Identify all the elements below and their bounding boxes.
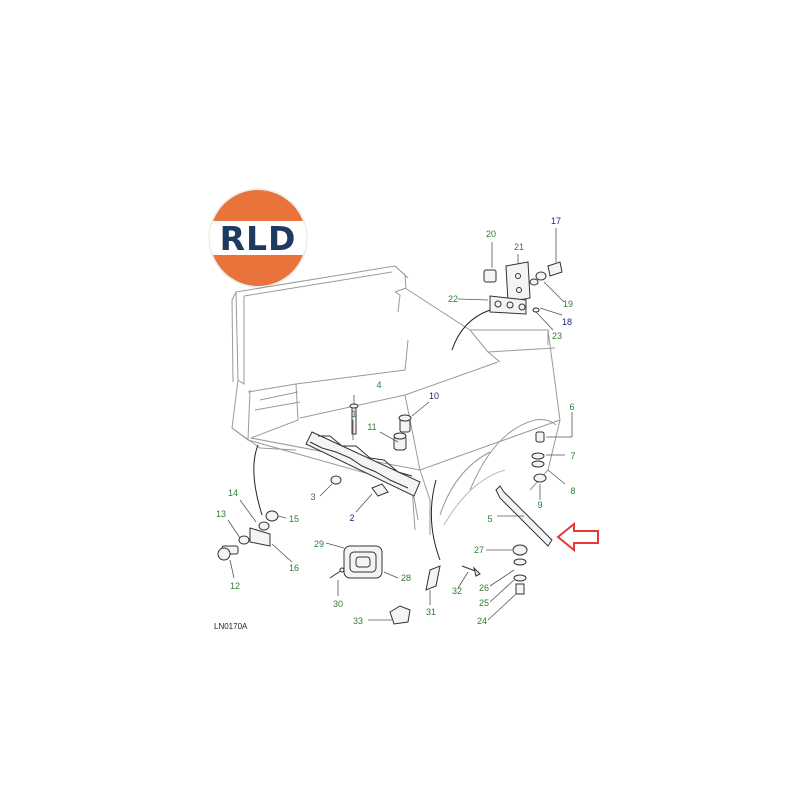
part-label-4: 4 <box>376 380 381 390</box>
bush-10 <box>398 414 412 433</box>
part-label-26: 26 <box>479 583 489 593</box>
part-label-1: 1 <box>351 409 356 419</box>
part-labels: 1 2 3 4 5 6 7 8 9 10 11 12 13 14 15 16 1… <box>216 216 576 626</box>
part-label-32: 32 <box>452 586 462 596</box>
stay-fixings-6-9 <box>531 431 547 483</box>
part-label-30: 30 <box>333 599 343 609</box>
part-label-9: 9 <box>537 500 542 510</box>
clip-31 <box>425 565 441 591</box>
part-label-25: 25 <box>479 598 489 608</box>
diagram-code: LN0170A <box>214 622 248 631</box>
logo-text: RLD <box>220 219 297 258</box>
grille-28 <box>343 545 383 579</box>
block-2 <box>371 483 389 497</box>
bracket-33 <box>389 605 411 625</box>
part-label-14: 14 <box>228 488 238 498</box>
pickup-bed-illustration <box>231 265 561 561</box>
part-label-6: 6 <box>569 402 574 412</box>
screw-30 <box>329 567 345 579</box>
part-label-15: 15 <box>289 514 299 524</box>
part-label-2: 2 <box>349 513 354 523</box>
part-label-12: 12 <box>230 581 240 591</box>
part-label-22: 22 <box>448 294 458 304</box>
part-label-5: 5 <box>487 514 492 524</box>
part-label-13: 13 <box>216 509 226 519</box>
part-label-28: 28 <box>401 573 411 583</box>
pin-32 <box>461 565 481 577</box>
part-label-31: 31 <box>426 607 436 617</box>
part-label-24: 24 <box>477 616 487 626</box>
leader-lines <box>227 228 573 621</box>
part-label-29: 29 <box>314 539 324 549</box>
bush-11 <box>393 432 407 451</box>
part-label-17: 17 <box>551 216 561 226</box>
part-label-33: 33 <box>353 616 363 626</box>
nut-3 <box>330 475 342 485</box>
part-label-16: 16 <box>289 563 299 573</box>
part-label-19: 19 <box>563 299 573 309</box>
stay-lower-fixings <box>512 544 528 595</box>
part-label-27: 27 <box>474 545 484 555</box>
bracket-fixings-left <box>217 510 279 561</box>
part-label-8: 8 <box>570 486 575 496</box>
bolt-4 <box>349 403 359 435</box>
part-label-3: 3 <box>310 492 315 502</box>
part-label-23: 23 <box>552 331 562 341</box>
rld-logo: RLD <box>208 188 308 288</box>
part-drawings <box>217 261 563 625</box>
part-label-18: 18 <box>562 317 572 327</box>
hinge-assembly <box>483 261 563 315</box>
part-label-20: 20 <box>486 229 496 239</box>
part-label-21: 21 <box>514 242 524 252</box>
part-label-7: 7 <box>570 451 575 461</box>
part-label-10: 10 <box>429 391 439 401</box>
crossmember-part <box>305 431 421 497</box>
part-label-11: 11 <box>367 422 376 432</box>
arrow-left-outline-icon <box>556 521 599 553</box>
